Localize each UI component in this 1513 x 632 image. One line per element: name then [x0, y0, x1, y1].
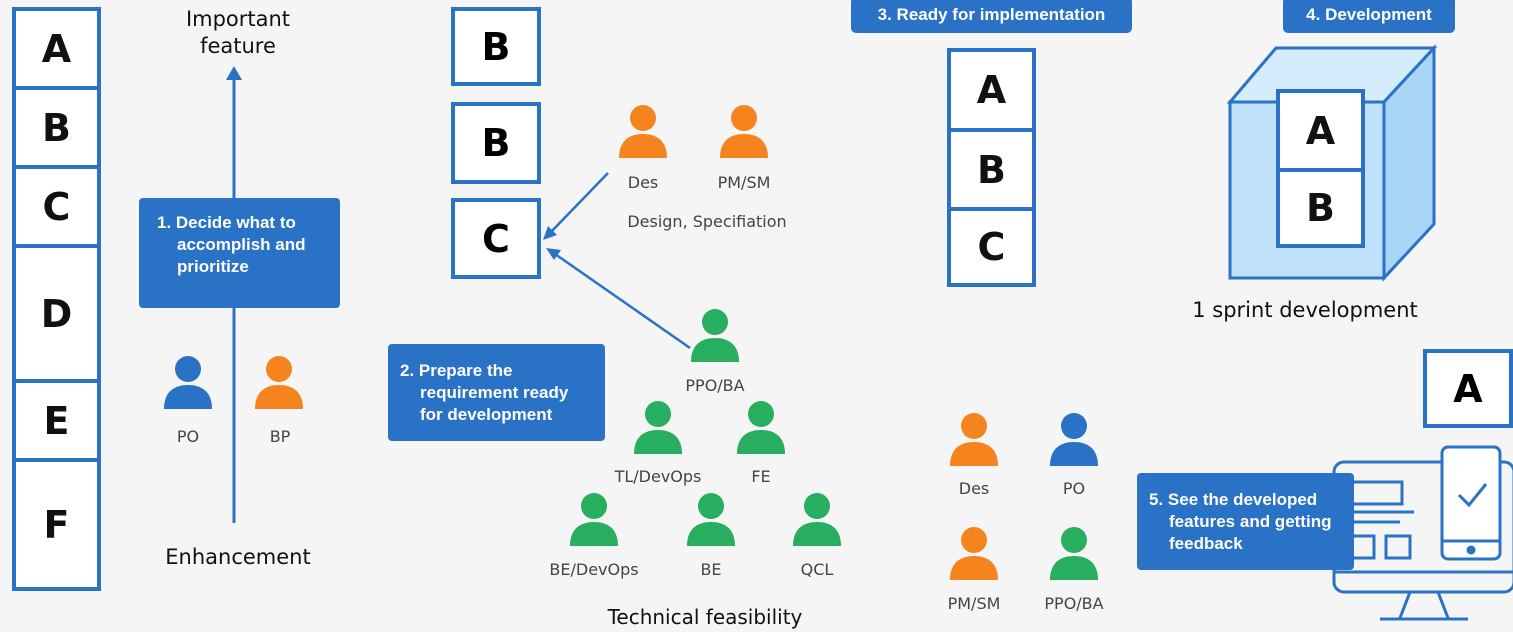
arrow-left-icon	[546, 248, 561, 260]
step4-label: 4. Development	[1283, 0, 1455, 33]
backlog-stack: A B C D E F	[12, 7, 101, 591]
arrow-up-icon	[226, 66, 242, 80]
step1-callout: 1. Decide what to accomplish and priorit…	[139, 198, 340, 308]
backlog-item: E	[12, 379, 101, 458]
person-label: BE/DevOps	[549, 560, 639, 579]
person-label: PPO/BA	[685, 376, 745, 395]
step5-callout: 5. See the developed features and gettin…	[1137, 473, 1354, 570]
ready-stack: A B C	[947, 48, 1036, 287]
development-caption: 1 sprint development	[1192, 298, 1418, 322]
person-icon	[1050, 527, 1098, 580]
person-label: Des	[627, 173, 659, 192]
design-caption: Design, Specifiation	[627, 212, 787, 231]
person-label: PO	[1062, 479, 1086, 498]
person-icon	[950, 413, 998, 466]
step3-label: 3. Ready for implementation	[851, 0, 1132, 33]
development-item: A	[1276, 89, 1365, 168]
person-label: PM/SM	[717, 173, 771, 192]
person-label: PPO/BA	[1044, 594, 1104, 613]
backlog-item: F	[12, 458, 101, 591]
person-label: Des	[958, 479, 990, 498]
person-icon	[737, 401, 785, 454]
step2-callout: 2. Prepare the requirement ready for dev…	[388, 344, 605, 441]
person-label: TL/DevOps	[614, 467, 702, 486]
design-to-c-arrow-line	[549, 172, 609, 234]
person-label: PM/SM	[947, 594, 1001, 613]
development-item: B	[1276, 168, 1365, 248]
person-icon	[687, 493, 735, 546]
person-icon	[634, 401, 682, 454]
ready-item: C	[947, 207, 1036, 287]
development-stack: A B	[1276, 89, 1365, 248]
person-icon	[255, 356, 303, 409]
person-label: BE	[700, 560, 722, 579]
ready-item: A	[947, 48, 1036, 128]
tech-caption: Technical feasibility	[607, 605, 803, 629]
person-icon	[570, 493, 618, 546]
person-icon	[720, 105, 768, 158]
person-icon	[691, 309, 739, 362]
person-icon	[1050, 413, 1098, 466]
person-label: QCL	[800, 560, 834, 579]
tech-to-c-arrow-line	[554, 252, 691, 350]
backlog-item: D	[12, 244, 101, 379]
ready-item: B	[947, 128, 1036, 207]
person-icon	[793, 493, 841, 546]
backlog-item: A	[12, 7, 101, 86]
person-icon	[950, 527, 998, 580]
backlog-item: B	[12, 86, 101, 165]
axis-top-label: Important feature	[185, 7, 291, 58]
feedback-item: A	[1423, 349, 1513, 428]
arrow-left-icon	[543, 226, 557, 240]
refine-item: B	[451, 7, 541, 86]
backlog-item: C	[12, 165, 101, 244]
axis-bottom-label: Enhancement	[165, 545, 311, 569]
refine-item: B	[451, 102, 541, 184]
person-label: PO	[176, 427, 200, 446]
person-label: BP	[269, 427, 291, 446]
person-label: FE	[751, 467, 771, 486]
person-icon	[619, 105, 667, 158]
checkmark-icon	[1457, 483, 1488, 508]
person-icon	[164, 356, 212, 409]
refine-item: C	[451, 198, 541, 279]
